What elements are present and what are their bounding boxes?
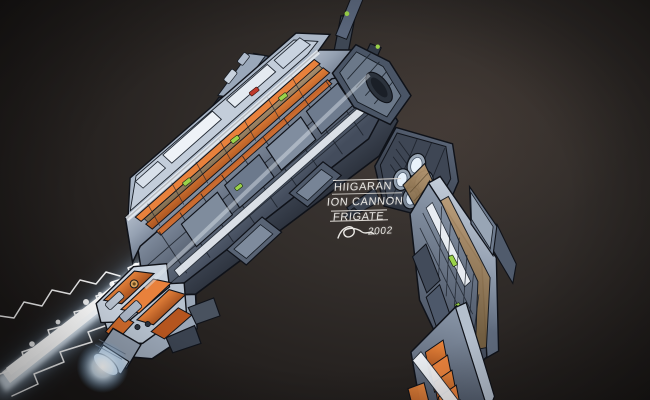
- artist-signature: [337, 226, 375, 239]
- annotation-line-2: ION CANNON: [326, 195, 404, 209]
- signature-year: 2002: [367, 225, 394, 238]
